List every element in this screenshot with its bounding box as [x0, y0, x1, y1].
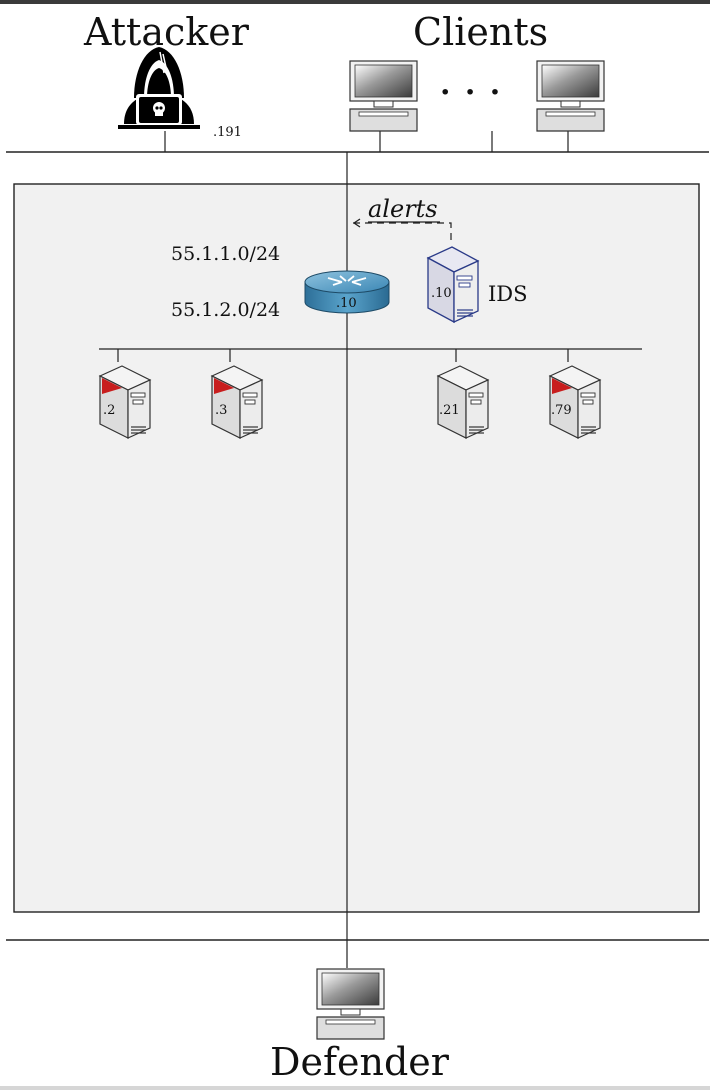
server-ip-label: .21: [439, 403, 460, 418]
defender-title: Defender: [270, 1040, 449, 1084]
alerts-arrow: [352, 222, 452, 240]
hacker-icon: [118, 47, 200, 129]
attacker-ip-label: .191: [213, 125, 242, 140]
alerts-arrowhead: [353, 218, 361, 228]
subnet-label: 55.1.2.0/24: [171, 299, 281, 321]
ids-ip-label: .10: [431, 286, 452, 301]
alerts-label: alerts: [368, 195, 438, 223]
server-red-icon: [98, 365, 152, 439]
defender-computer-icon: [316, 968, 385, 1040]
router-ip-label: .10: [336, 296, 357, 311]
ids-server-icon: [426, 246, 480, 324]
attacker-title: Attacker: [84, 10, 249, 54]
client-computer-icon: [349, 60, 418, 132]
window-top-edge: [0, 0, 710, 4]
server-red-icon: [548, 365, 602, 439]
server-icon: [436, 365, 490, 439]
clients-ellipsis: · · ·: [440, 75, 503, 110]
clients-title: Clients: [413, 10, 549, 54]
client-computer-icon: [536, 60, 605, 132]
router-icon: [304, 270, 390, 314]
server-ip-label: .3: [215, 403, 228, 418]
server-ip-label: .79: [551, 403, 572, 418]
window-bottom-edge: [0, 1086, 710, 1090]
ids-label: IDS: [488, 282, 528, 306]
server-ip-label: .2: [103, 403, 116, 418]
server-red-icon: [210, 365, 264, 439]
subnet-label: 55.1.1.0/24: [171, 243, 281, 265]
